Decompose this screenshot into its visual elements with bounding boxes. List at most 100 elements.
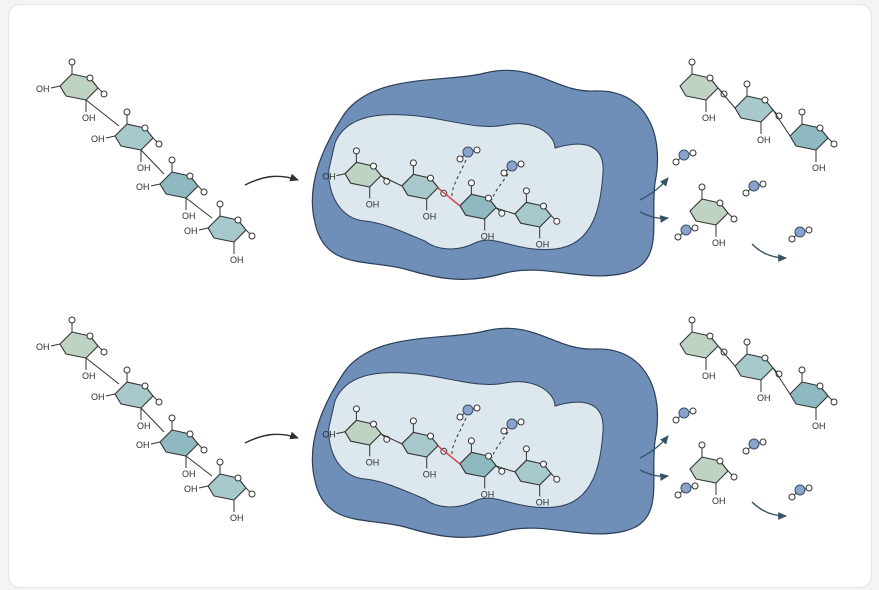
- oxygen-atom: [731, 216, 737, 222]
- hydroxyl-label: OH: [366, 199, 380, 209]
- oxygen-atom: [217, 459, 223, 465]
- reaction-arrow: [752, 502, 786, 516]
- hydrogen-atom: [690, 408, 696, 414]
- hydroxyl-label: OH: [757, 393, 771, 403]
- ring-oxygen: [235, 475, 241, 481]
- hydrogen-atom: [789, 494, 795, 500]
- hydroxyl-label: OH: [82, 113, 96, 123]
- hydroxyl-label: OH: [712, 496, 726, 506]
- hydroxyl-label: OH: [322, 429, 336, 439]
- hydrogen-atom: [692, 483, 698, 489]
- hydroxyl-label: OH: [82, 371, 96, 381]
- oxygen-atom: [169, 157, 175, 163]
- oxygen-atom: [463, 405, 473, 415]
- oxygen-atom: [499, 210, 505, 216]
- ring-oxygen: [717, 458, 723, 464]
- hydrogen-atom: [692, 225, 698, 231]
- oxygen-atom: [744, 81, 750, 87]
- hydroxyl-label: OH: [812, 421, 826, 431]
- hydrogen-atom: [457, 414, 463, 420]
- hydroxyl-label: OH: [184, 484, 198, 494]
- hydrogen-atom: [474, 405, 480, 411]
- hydroxyl-label: OH: [184, 226, 198, 236]
- hydrogen-atom: [690, 150, 696, 156]
- hydroxyl-label: OH: [137, 163, 151, 173]
- oxygen-atom: [799, 367, 805, 373]
- oxygen-atom: [554, 476, 560, 482]
- ring-oxygen: [87, 75, 93, 81]
- oxygen-atom: [156, 141, 162, 147]
- oxygen-atom: [124, 109, 130, 115]
- hydrogen-atom: [743, 448, 749, 454]
- hydroxyl-label: OH: [712, 238, 726, 248]
- oxygen-atom: [523, 188, 529, 194]
- glycosidic-bond: [718, 88, 735, 108]
- bond: [199, 228, 208, 230]
- hydroxyl-label: OH: [536, 497, 550, 507]
- ring-oxygen: [187, 173, 193, 179]
- oxygen-atom: [799, 109, 805, 115]
- reaction-arrow: [752, 244, 786, 258]
- oxygen-atom: [689, 317, 695, 323]
- substrate-chain: OHOHOHOHOHOHOHOH: [36, 317, 255, 523]
- bond: [151, 442, 160, 444]
- bond: [199, 486, 208, 488]
- hydrogen-atom: [501, 170, 507, 176]
- hydroxyl-label: OH: [757, 135, 771, 145]
- water-molecule: [675, 225, 698, 240]
- hydrogen-atom: [675, 234, 681, 240]
- oxygen-atom: [101, 349, 107, 355]
- reaction-row-2: OHOHOHOHOHOHOHOHOHOHOHOHOHOHOHOHOH: [36, 317, 837, 537]
- ring-oxygen: [486, 453, 492, 459]
- reaction-arrow: [245, 176, 298, 185]
- oxygen-atom: [554, 218, 560, 224]
- ring-oxygen: [187, 431, 193, 437]
- water-molecule: [743, 181, 766, 196]
- hydroxyl-label: OH: [230, 255, 244, 265]
- ring-oxygen: [371, 421, 377, 427]
- water-molecule: [673, 408, 696, 423]
- hydroxyl-label: OH: [230, 513, 244, 523]
- reaction-arrow: [245, 434, 298, 443]
- ring-oxygen: [541, 461, 547, 467]
- oxygen-atom: [689, 59, 695, 65]
- ring-oxygen: [87, 333, 93, 339]
- oxygen-atom: [749, 439, 759, 449]
- enzyme-complex: OHOHOHOHOH: [312, 70, 657, 279]
- ring-oxygen: [428, 175, 434, 181]
- hydroxyl-label: OH: [481, 231, 495, 241]
- hydrogen-atom: [806, 485, 812, 491]
- oxygen-atom: [249, 491, 255, 497]
- hydrogen-atom: [743, 190, 749, 196]
- hydrogen-atom: [789, 236, 795, 242]
- hydroxyl-label: OH: [136, 440, 150, 450]
- ring-oxygen: [817, 125, 823, 131]
- oxygen-atom: [831, 399, 837, 405]
- oxygen-atom: [523, 446, 529, 452]
- hydroxyl-label: OH: [536, 239, 550, 249]
- oxygen-atom: [101, 91, 107, 97]
- oxygen-atom: [749, 181, 759, 191]
- hydrogen-atom: [518, 419, 524, 425]
- ring-oxygen: [142, 125, 148, 131]
- hydroxyl-label: OH: [423, 211, 437, 221]
- ring-oxygen: [142, 383, 148, 389]
- hydrogen-atom: [474, 147, 480, 153]
- bond: [106, 394, 115, 396]
- hydroxyl-label: OH: [136, 182, 150, 192]
- oxygen-atom: [681, 225, 691, 235]
- oxygen-atom: [679, 150, 689, 160]
- hydroxyl-label: OH: [423, 469, 437, 479]
- glycosidic-bond: [718, 346, 735, 366]
- hydroxyl-label: OH: [36, 342, 50, 352]
- products: OHOHOHOH: [640, 317, 837, 516]
- oxygen-atom: [795, 227, 805, 237]
- hydrogen-atom: [501, 428, 507, 434]
- hydroxyl-label: OH: [182, 469, 196, 479]
- ring-oxygen: [762, 355, 768, 361]
- hydroxyl-label: OH: [36, 84, 50, 94]
- oxygen-atom: [679, 408, 689, 418]
